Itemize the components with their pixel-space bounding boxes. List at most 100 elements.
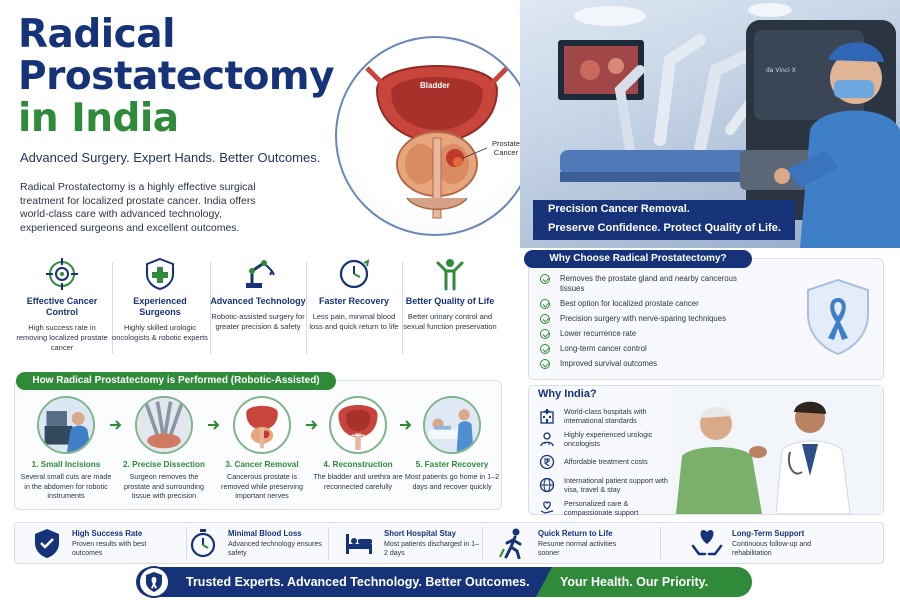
feature-title: Effective Cancer Control — [26, 296, 98, 317]
check-icon — [540, 344, 550, 354]
feature-card: Faster Recovery Less pain, minimal blood… — [306, 256, 402, 332]
robot-arm-icon — [210, 256, 306, 292]
step-title: 4. Reconstruction — [323, 460, 393, 469]
list-item: Lower recurrence rate — [540, 329, 760, 339]
check-icon — [540, 274, 550, 284]
check-icon — [540, 329, 550, 339]
list-item: Precision surgery with nerve-sparing tec… — [540, 314, 760, 324]
globe-icon — [538, 477, 556, 493]
why-india-title: Why India? — [538, 388, 597, 400]
incisions-icon — [37, 396, 95, 454]
list-item: Removes the prostate gland and nearby ca… — [540, 274, 760, 294]
list-item: International patient support with visa,… — [538, 473, 678, 496]
step-card: 2. Precise Dissection Surgeon removes th… — [116, 396, 212, 501]
feature-desc: Less pain, minimal blood loss and quick … — [309, 312, 399, 331]
divider — [186, 527, 187, 559]
prostate-label: Prostate Cancer — [492, 139, 520, 157]
list-item: Personalized care & compassionate suppor… — [538, 496, 678, 519]
list-item: Long-term cancer control — [540, 344, 760, 354]
rupee-icon — [538, 454, 556, 470]
bed-icon — [342, 526, 376, 560]
cancer-removal-icon — [233, 396, 291, 454]
page-title: Radical Prostatectomy in India — [18, 14, 348, 140]
footer-banner-right — [536, 567, 752, 597]
divider — [210, 262, 211, 354]
feature-title: Advanced Technology — [210, 296, 306, 306]
title-line-3: in India — [18, 96, 179, 141]
step-card: 1. Small Incisions Several small cuts ar… — [18, 396, 114, 501]
step-title: 1. Small Incisions — [31, 460, 101, 469]
step-title: 5. Faster Recovery — [415, 460, 489, 469]
arrow-right-icon — [400, 420, 412, 430]
divider — [660, 527, 661, 559]
step-desc: The bladder and urethra are reconnected … — [313, 472, 403, 491]
feature-card: Effective Cancer Control High success ra… — [14, 256, 110, 353]
arrow-right-icon — [208, 420, 220, 430]
list-item: World-class hospitals with international… — [538, 404, 678, 427]
banner-line-2: Preserve Confidence. Protect Quality of … — [548, 222, 781, 234]
robotic-surgery-icon: da Vinci X — [558, 3, 900, 248]
feature-title: Faster Recovery — [318, 296, 390, 306]
divider — [112, 262, 113, 354]
step-title: 3. Cancer Removal — [225, 460, 299, 469]
step-card: 5. Faster Recovery Most patients go home… — [404, 396, 500, 491]
stats-bar — [14, 522, 884, 564]
doctor-patient-illustration — [672, 386, 883, 515]
clock-icon — [306, 256, 402, 292]
divider — [482, 527, 483, 559]
intro-paragraph: Radical Prostatectomy is a highly effect… — [20, 181, 256, 234]
banner-line-1: Precision Cancer Removal. — [548, 203, 690, 215]
how-performed-title: How Radical Prostatectomy is Performed (… — [16, 372, 336, 390]
feature-desc: Robotic-assisted surgery for greater pre… — [211, 312, 305, 331]
feature-card: Experienced Surgeons Highly skilled urol… — [112, 256, 208, 343]
step-desc: Surgeon removes the prostate and surroun… — [124, 472, 204, 500]
target-icon — [14, 256, 110, 292]
footer-banner-left — [136, 567, 556, 597]
why-india-list: World-class hospitals with international… — [538, 404, 678, 519]
anatomy-illustration — [335, 36, 535, 236]
hands-heart-icon — [690, 526, 724, 560]
ribbon-shield-icon — [800, 276, 876, 356]
bladder-label: Bladder — [420, 81, 450, 90]
arrow-right-icon — [110, 420, 122, 430]
divider — [306, 262, 307, 354]
dissection-icon — [135, 396, 193, 454]
step-desc: Cancerous prostate is removed while pres… — [221, 472, 303, 500]
check-icon — [540, 299, 550, 309]
footer-right-text: Your Health. Our Priority. — [560, 575, 709, 589]
list-item: Improved survival outcomes — [540, 359, 760, 369]
divider — [328, 527, 329, 559]
shield-ribbon-icon — [138, 566, 170, 598]
step-desc: Several small cuts are made in the abdom… — [20, 472, 112, 500]
list-item: Highly experienced urologic oncologists — [538, 427, 678, 450]
check-icon — [540, 314, 550, 324]
list-item: Best option for localized prostate cance… — [540, 299, 760, 309]
divider — [402, 262, 403, 354]
tagline: Advanced Surgery. Expert Hands. Better O… — [20, 150, 321, 165]
shield-check-icon — [30, 526, 64, 560]
walking-icon — [496, 526, 530, 560]
step-title: 2. Precise Dissection — [123, 460, 205, 469]
title-line-1: Radical — [18, 12, 175, 57]
feature-card: Better Quality of Life Better urinary co… — [402, 256, 498, 332]
surgery-photo: da Vinci X — [520, 0, 900, 248]
feature-desc: High success rate in removing localized … — [16, 323, 108, 352]
arrow-right-icon — [306, 420, 318, 430]
why-choose-title: Why Choose Radical Prostatectomy? — [524, 250, 752, 268]
recovery-icon — [423, 396, 481, 454]
feature-desc: Highly skilled urologic oncologists & ro… — [112, 323, 208, 342]
reconstruction-icon — [329, 396, 387, 454]
feature-desc: Better urinary control and sexual functi… — [403, 312, 497, 331]
step-card: 3. Cancer Removal Cancerous prostate is … — [214, 396, 310, 501]
photo-banner — [533, 200, 795, 240]
why-choose-list: Removes the prostate gland and nearby ca… — [540, 274, 760, 374]
shield-cross-icon — [112, 256, 208, 292]
feature-card: Advanced Technology Robotic-assisted sur… — [210, 256, 306, 332]
footer-left-text: Trusted Experts. Advanced Technology. Be… — [186, 575, 530, 589]
bladder-prostate-icon — [365, 65, 509, 219]
feature-title: Better Quality of Life — [405, 296, 495, 306]
